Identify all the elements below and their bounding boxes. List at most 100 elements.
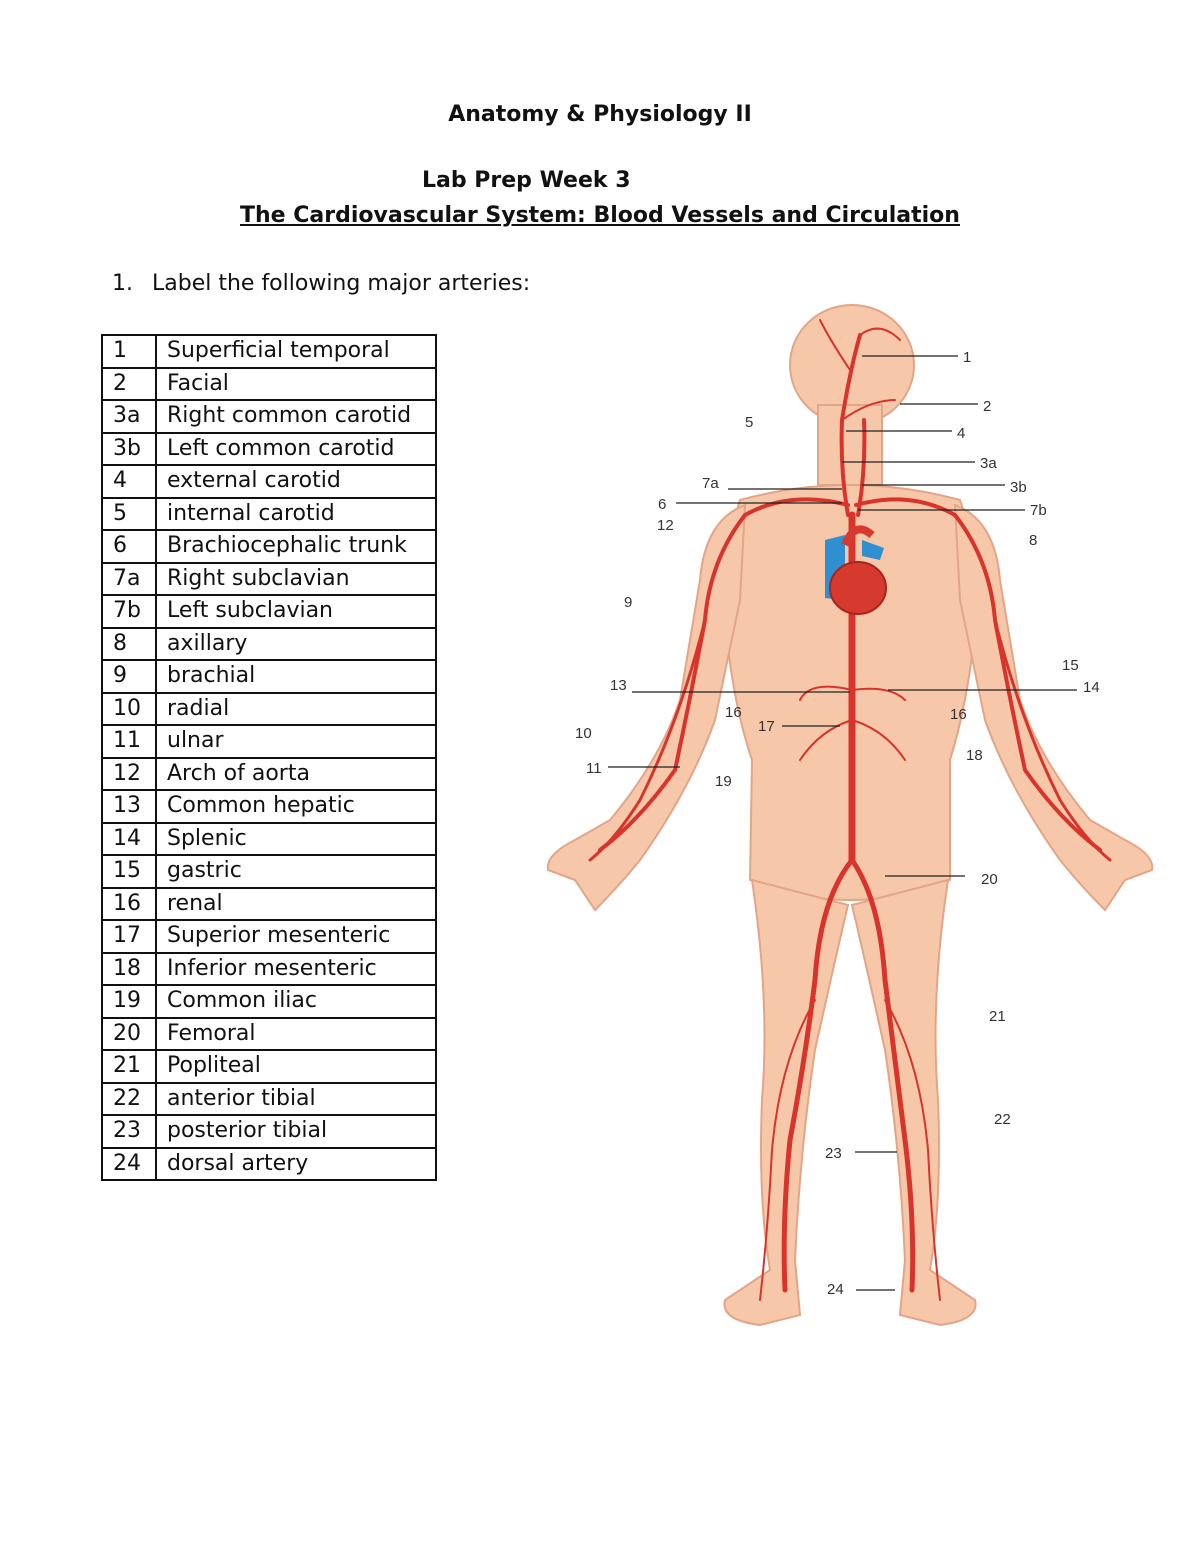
answer-artery-name: internal carotid [155,496,437,531]
diagram-label-8: 8 [1029,532,1037,549]
answer-artery-name: Right common carotid [155,399,437,434]
answer-artery-name: posterior tibial [155,1114,437,1149]
diagram-label-13: 13 [610,677,627,694]
answer-number: 3a [101,399,157,434]
diagram-label-2: 2 [983,398,991,415]
answer-number: 22 [101,1081,157,1116]
answer-number: 21 [101,1049,157,1084]
diagram-label-16-right: 16 [950,706,967,723]
answer-number: 11 [101,724,157,759]
answer-number: 7a [101,561,157,596]
answer-artery-name: Left subclavian [155,594,437,629]
answer-number: 14 [101,821,157,856]
answer-number: 16 [101,886,157,921]
body-silhouette [546,304,1154,1327]
diagram-label-5: 5 [745,414,753,431]
answer-artery-name: ulnar [155,724,437,759]
answer-artery-name: brachial [155,659,437,694]
lab-week-subtitle: Lab Prep Week 3 [422,168,631,193]
answer-artery-name: anterior tibial [155,1081,437,1116]
diagram-label-6: 6 [658,496,666,513]
diagram-label-19: 19 [715,773,732,790]
answer-number: 20 [101,1016,157,1051]
diagram-label-15: 15 [1062,657,1079,674]
answer-number: 9 [101,659,157,694]
diagram-label-17: 17 [758,718,775,735]
answer-artery-name: Facial [155,366,437,401]
answer-artery-name: Femoral [155,1016,437,1051]
answer-number: 18 [101,951,157,986]
answer-number: 2 [101,366,157,401]
question-number: 1. [112,271,133,296]
diagram-label-20: 20 [981,871,998,888]
answer-artery-name: gastric [155,854,437,889]
answer-number: 15 [101,854,157,889]
diagram-label-24: 24 [827,1281,844,1298]
diagram-label-7a: 7a [702,475,719,492]
diagram-label-1: 1 [963,349,971,366]
diagram-label-18: 18 [966,747,983,764]
answer-artery-name: renal [155,886,437,921]
answer-artery-name: Superficial temporal [155,334,437,369]
question-1: 1. Label the following major arteries: [112,271,530,296]
answer-artery-name: radial [155,691,437,726]
diagram-label-11: 11 [586,760,602,777]
answer-artery-name: dorsal artery [155,1146,437,1181]
answer-number: 17 [101,919,157,954]
diagram-number-labels: 1 2 4 3a 3b 7b 5 7a 6 12 8 9 15 13 14 16… [575,349,1100,1298]
answer-number: 7b [101,594,157,629]
arterial-system-diagram: 1 2 4 3a 3b 7b 5 7a 6 12 8 9 15 13 14 16… [546,304,1154,1327]
diagram-label-10: 10 [575,725,592,742]
answer-artery-name: Superior mesenteric [155,919,437,954]
diagram-label-22: 22 [994,1111,1011,1128]
answer-artery-name: Left common carotid [155,431,437,466]
diagram-label-23: 23 [825,1145,842,1162]
answer-artery-name: Splenic [155,821,437,856]
diagram-label-21: 21 [989,1008,1006,1025]
diagram-label-3a: 3a [980,455,997,472]
answer-number: 24 [101,1146,157,1181]
diagram-label-7b: 7b [1030,502,1047,519]
answer-number: 1 [101,334,157,369]
answer-number: 6 [101,529,157,564]
document-title: Anatomy & Physiology II [448,102,752,127]
answer-artery-name: Common iliac [155,984,437,1019]
diagram-label-3b: 3b [1010,479,1027,496]
answer-artery-name: Popliteal [155,1049,437,1084]
answer-number: 3b [101,431,157,466]
answer-number: 8 [101,626,157,661]
answer-artery-name: Arch of aorta [155,756,437,791]
diagram-label-14: 14 [1083,679,1100,696]
question-text: Label the following major arteries: [152,271,531,296]
diagram-label-9: 9 [624,594,632,611]
arteries [588,319,1112,1301]
answer-artery-name: Right subclavian [155,561,437,596]
diagram-label-12: 12 [657,517,674,534]
diagram-label-16-left: 16 [725,704,742,721]
